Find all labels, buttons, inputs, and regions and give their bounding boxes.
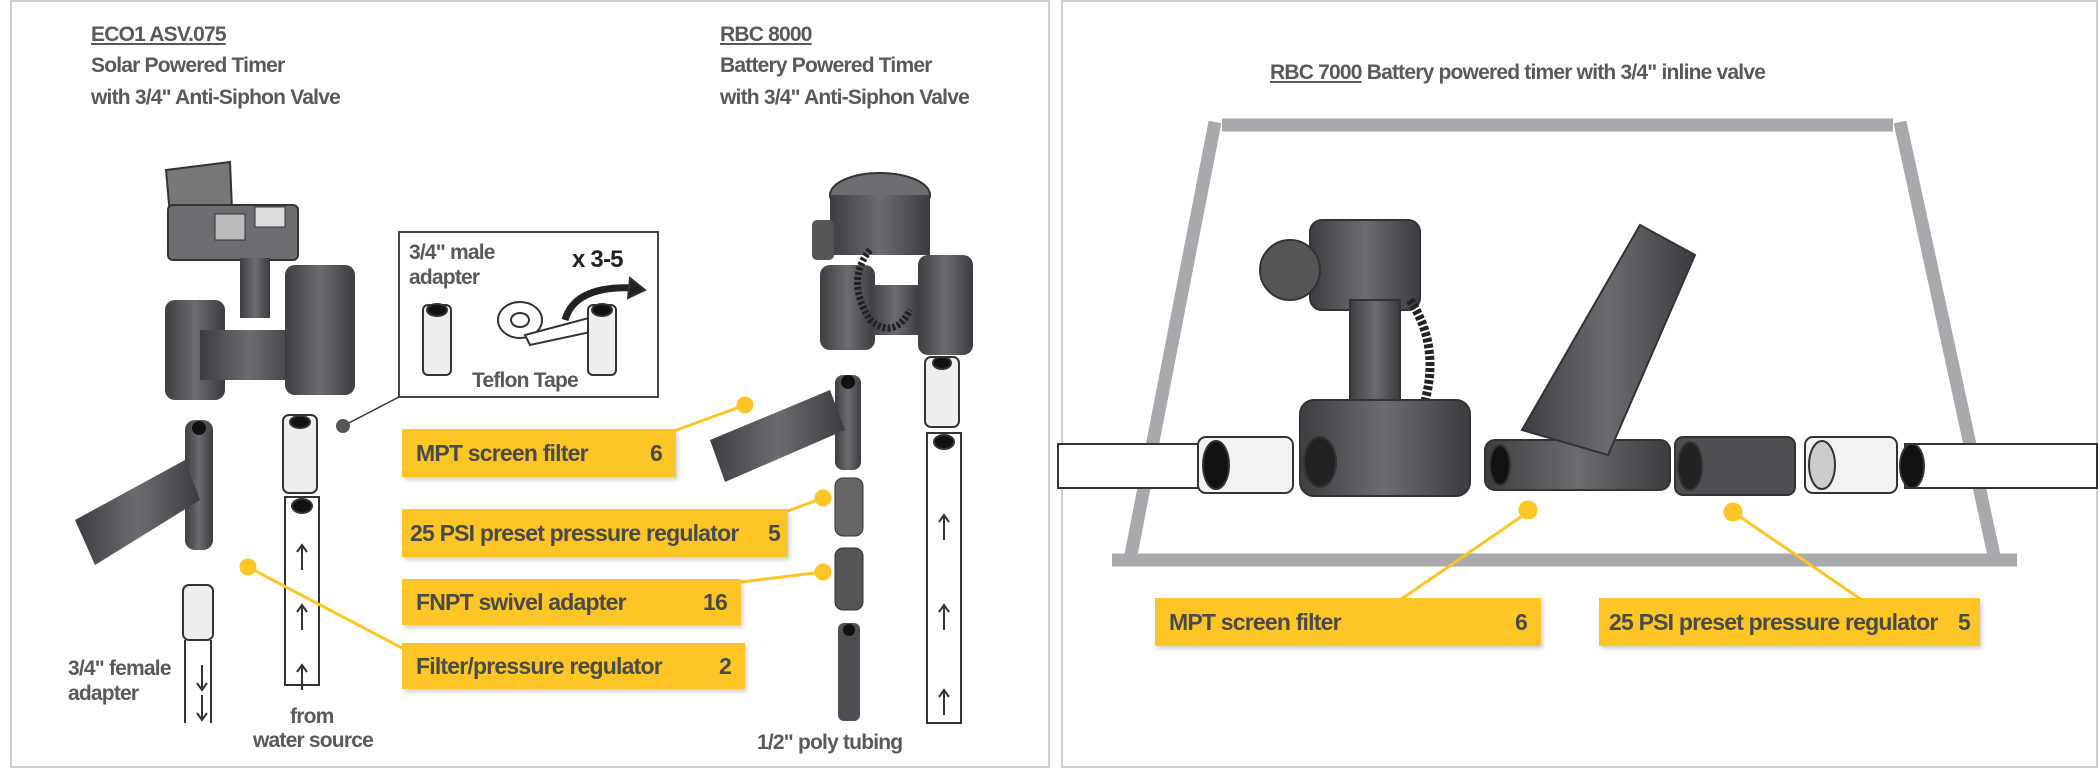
female-adapter-label-1: 3/4" female	[68, 657, 172, 680]
valve-box-frame	[1112, 118, 2017, 567]
rbc8000-tube	[924, 356, 962, 724]
callout-qty: 2	[719, 652, 732, 679]
right-callout-mpt-screen-filter: MPT screen filter 6	[1155, 598, 1541, 646]
callout-qty: 5	[1958, 608, 1971, 635]
callout-pressure-regulator: 25 PSI preset pressure regulator 5	[402, 509, 788, 557]
callout-name: FNPT swivel adapter	[416, 588, 627, 615]
left-callout-lines	[239, 396, 832, 650]
teflon-adapter-label-1: 3/4" male	[409, 241, 495, 264]
left-screen-filter	[75, 420, 213, 565]
callout-name: 25 PSI preset pressure regulator	[1609, 608, 1938, 635]
water-source-label: water source	[253, 729, 374, 752]
eco1-subtitle-1: Solar Powered Timer	[91, 54, 285, 77]
callout-filter-pressure-regulator: Filter/pressure regulator 2	[402, 643, 745, 689]
callout-qty: 6	[1515, 608, 1528, 635]
eco1-subtitle-2: with 3/4" Anti-Siphon Valve	[91, 86, 341, 109]
rbc7000-title: RBC 7000 Battery powered timer with 3/4"…	[1270, 60, 1766, 85]
rbc7000-description: Battery powered timer with 3/4" inline v…	[1366, 61, 1766, 84]
callout-name: MPT screen filter	[416, 439, 589, 466]
teflon-tape-label: Teflon Tape	[472, 369, 579, 392]
callout-qty: 16	[703, 588, 728, 615]
callout-name: 25 PSI preset pressure regulator	[410, 519, 739, 546]
eco1-timer-valve	[164, 160, 355, 400]
teflon-tape-illustration	[422, 276, 647, 376]
teflon-wraps-label: x 3-5	[572, 246, 624, 273]
left-illustration	[75, 160, 973, 724]
rbc8000-filter-stack	[710, 375, 864, 721]
callout-qty: 6	[650, 439, 663, 466]
rbc7000-model: RBC 7000	[1270, 61, 1362, 84]
teflon-adapter-label-2: adapter	[409, 266, 480, 289]
callout-qty: 5	[768, 519, 781, 546]
callout-mpt-screen-filter: MPT screen filter 6	[402, 429, 676, 477]
right-callout-pressure-regulator: 25 PSI preset pressure regulator 5	[1599, 598, 1980, 646]
callout-fnpt-swivel-adapter: FNPT swivel adapter 16	[402, 579, 741, 625]
rbc8000-model-title: RBC 8000	[720, 23, 812, 46]
eco1-model-title: ECO1 ASV.075	[91, 23, 227, 46]
rbc8000-subtitle-1: Battery Powered Timer	[720, 54, 932, 77]
poly-tubing-label: 1/2" poly tubing	[757, 731, 903, 754]
right-callout-lines	[1399, 500, 1863, 602]
female-adapter	[182, 584, 214, 723]
rbc8000-subtitle-2: with 3/4" Anti-Siphon Valve	[720, 86, 970, 109]
female-adapter-label-2: adapter	[68, 682, 139, 705]
teflon-connector	[336, 396, 400, 433]
from-label: from	[290, 705, 334, 728]
rbc8000-timer-valve	[812, 172, 973, 355]
inline-pipe-assembly	[1057, 219, 2098, 497]
callout-name: Filter/pressure regulator	[416, 652, 663, 679]
male-adapter-and-tube	[282, 414, 320, 690]
callout-name: MPT screen filter	[1169, 608, 1342, 635]
